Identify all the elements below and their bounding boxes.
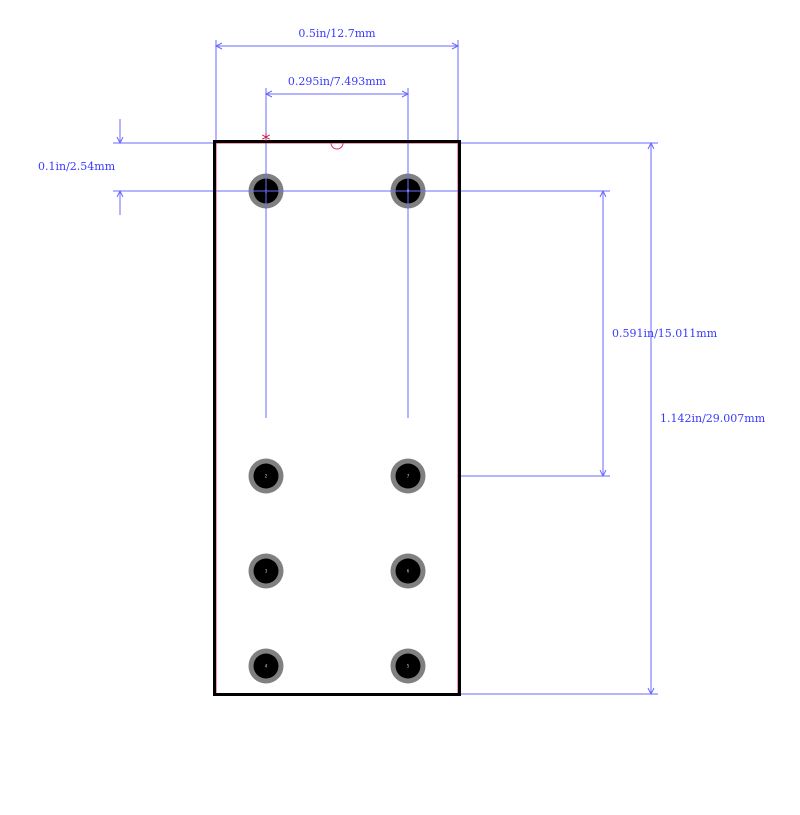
dimension-lines (113, 40, 658, 696)
pad-number: 5 (407, 664, 410, 669)
pad-4: 4 (248, 648, 284, 684)
pin1-notch (330, 142, 344, 150)
pad-7: 7 (390, 458, 426, 494)
pad-number: 2 (265, 474, 268, 479)
overall-length-label: 1.142in/29.007mm (660, 412, 766, 425)
pitch-label: 0.1in/2.54mm (38, 160, 116, 173)
pin1-marker: * (262, 130, 271, 151)
pad-hole (395, 558, 421, 584)
courtyard-outline (215, 142, 459, 695)
pad-6: 6 (390, 553, 426, 589)
pad-number: 3 (265, 569, 268, 574)
pad-5: 5 (390, 648, 426, 684)
pad-hole (395, 463, 421, 489)
pad-hole (253, 558, 279, 584)
pad-hole (253, 463, 279, 489)
pad-3: 3 (248, 553, 284, 589)
silkscreen-outline (213, 140, 461, 696)
overall-width-label: 0.5in/12.7mm (298, 27, 376, 40)
pin-span-label: 0.591in/15.011mm (612, 327, 718, 340)
pad-number: 6 (407, 569, 410, 574)
pad-hole (395, 653, 421, 679)
pad-hole (253, 653, 279, 679)
row-spacing-label: 0.295in/7.493mm (288, 75, 387, 88)
pad-2: 2 (248, 458, 284, 494)
pad-number: 7 (407, 474, 410, 479)
pad-number: 4 (265, 664, 268, 669)
